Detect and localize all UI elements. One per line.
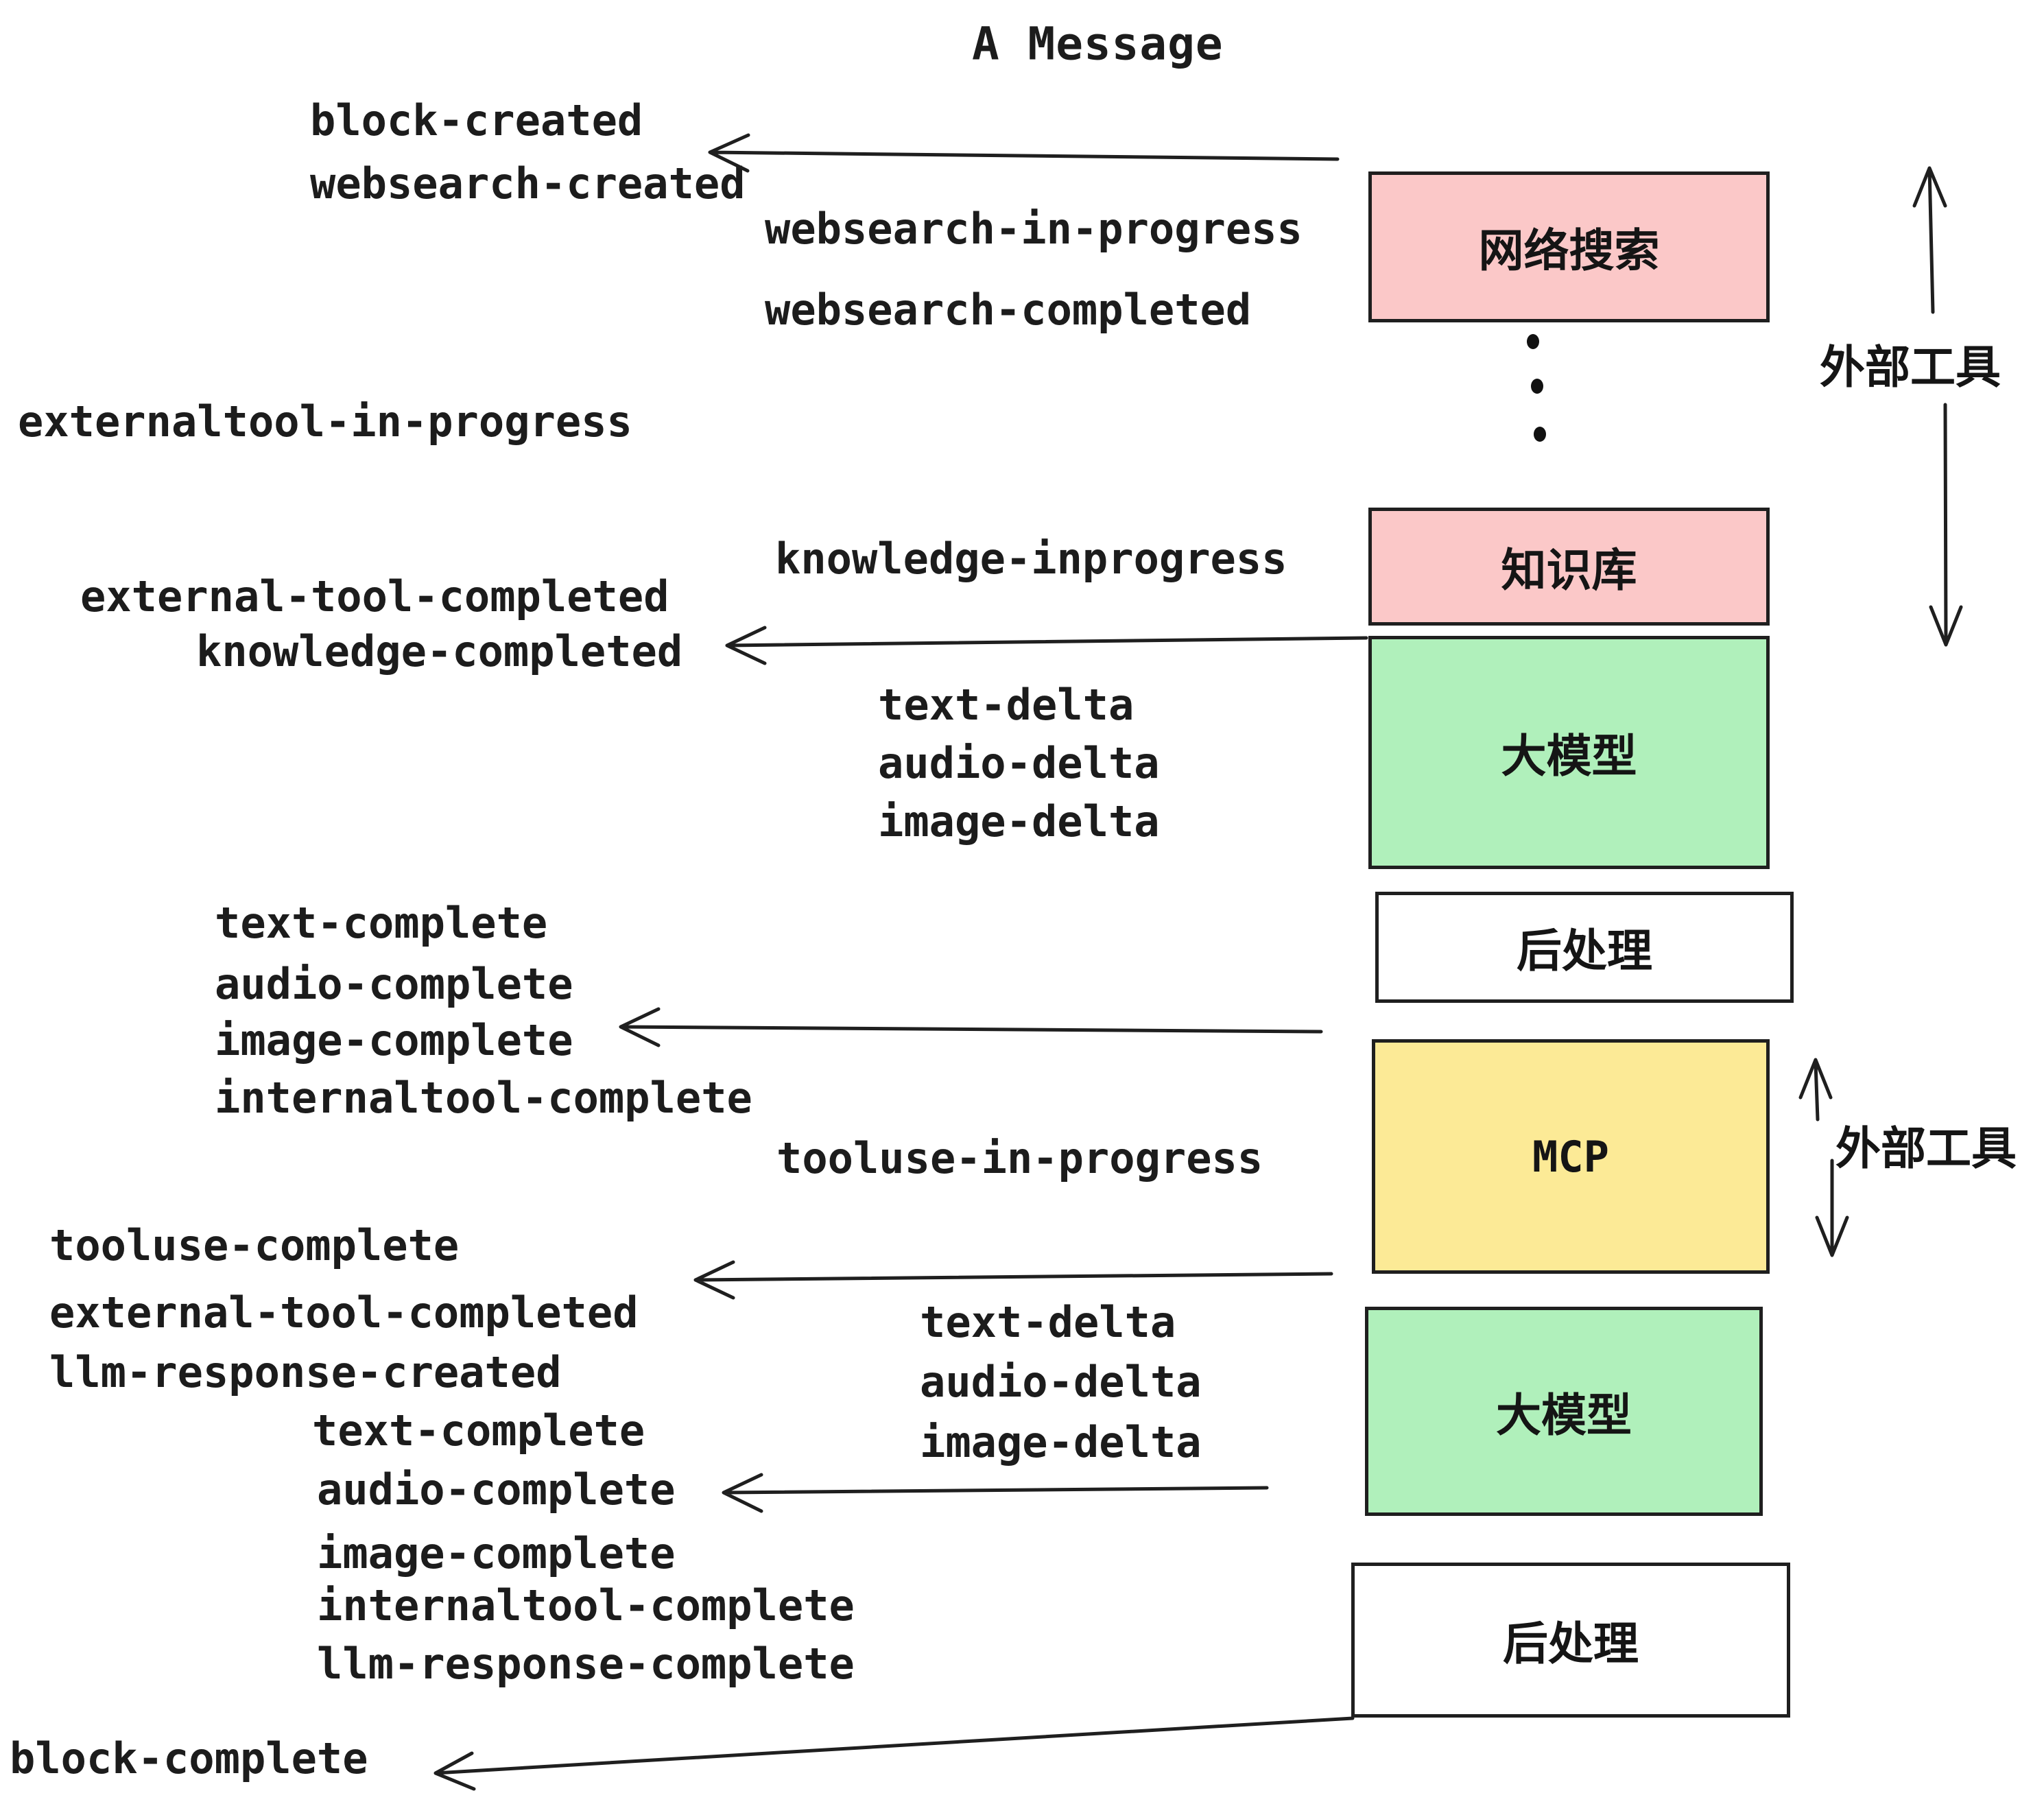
double-arrow-external-tools-1 (1912, 166, 1963, 647)
event-image-delta-2: image-delta (920, 1417, 1202, 1467)
double-arrow-external-tools-2 (1798, 1058, 1849, 1257)
event-websearch-in-progress: websearch-in-progress (765, 204, 1303, 254)
event-block-complete: block-complete (10, 1733, 368, 1783)
event-knowledge-inprogress: knowledge-inprogress (775, 534, 1287, 584)
box-knowledge: 知识库 (1368, 508, 1770, 626)
box-mcp: MCP (1372, 1039, 1770, 1274)
event-knowledge-completed: knowledge-completed (196, 626, 683, 676)
event-text-delta-1: text-delta (878, 680, 1134, 730)
ellipsis-dot (1531, 379, 1543, 394)
box-llm-2-label: 大模型 (1496, 1388, 1632, 1442)
box-websearch-label: 网络搜索 (1478, 224, 1660, 277)
event-image-delta-1: image-delta (878, 796, 1160, 846)
event-tooluse-complete: tooluse-complete (49, 1220, 460, 1270)
event-externaltool-in-progress: externaltool-in-progress (18, 396, 632, 447)
event-external-tool-completed-1: external-tool-completed (80, 571, 669, 621)
label-external-tools-2: 外部工具 (1835, 1122, 2017, 1175)
event-audio-delta-1: audio-delta (878, 738, 1160, 788)
event-tooluse-in-progress: tooluse-in-progress (776, 1133, 1263, 1183)
ellipsis-dot (1534, 427, 1546, 442)
event-image-complete-1: image-complete (215, 1015, 573, 1065)
arrow-block-complete (433, 1716, 1355, 1791)
event-text-delta-2: text-delta (920, 1297, 1176, 1347)
event-websearch-created: websearch-created (310, 158, 746, 209)
event-llm-response-created: llm-response-created (49, 1347, 562, 1397)
box-knowledge-label: 知识库 (1501, 544, 1637, 597)
box-postprocess-1-label: 后处理 (1517, 925, 1652, 977)
page-title: A Message (972, 17, 1224, 71)
ellipsis-dot (1527, 334, 1539, 349)
box-postprocess-2: 后处理 (1351, 1563, 1790, 1718)
box-llm-1: 大模型 (1368, 636, 1770, 869)
event-audio-delta-2: audio-delta (920, 1357, 1202, 1407)
event-image-complete-2: image-complete (317, 1528, 676, 1578)
arrow-audio-complete (722, 1473, 1269, 1513)
box-mcp-label: MCP (1532, 1131, 1609, 1182)
event-audio-complete-1: audio-complete (215, 959, 573, 1009)
arrow-tooluse-complete (693, 1260, 1333, 1300)
arrow-block-created (708, 133, 1340, 173)
event-websearch-completed: websearch-completed (765, 285, 1252, 335)
box-postprocess-1: 后处理 (1375, 892, 1794, 1003)
box-postprocess-2-label: 后处理 (1503, 1617, 1639, 1670)
event-internaltool-complete-2: internaltool-complete (317, 1580, 855, 1630)
box-llm-1-label: 大模型 (1501, 730, 1637, 783)
box-websearch: 网络搜索 (1368, 171, 1770, 322)
event-external-tool-completed-2: external-tool-completed (49, 1287, 639, 1338)
event-block-created: block-created (310, 95, 643, 145)
arrow-image-complete (619, 1007, 1323, 1047)
event-audio-complete-2: audio-complete (317, 1464, 676, 1515)
event-text-complete-1: text-complete (215, 898, 548, 948)
event-llm-response-complete: llm-response-complete (317, 1639, 855, 1689)
arrow-knowledge-completed (725, 626, 1368, 665)
event-internaltool-complete-1: internaltool-complete (215, 1073, 752, 1123)
event-text-complete-2: text-complete (312, 1405, 645, 1456)
label-external-tools-1: 外部工具 (1820, 341, 2001, 394)
box-llm-2: 大模型 (1365, 1307, 1763, 1516)
